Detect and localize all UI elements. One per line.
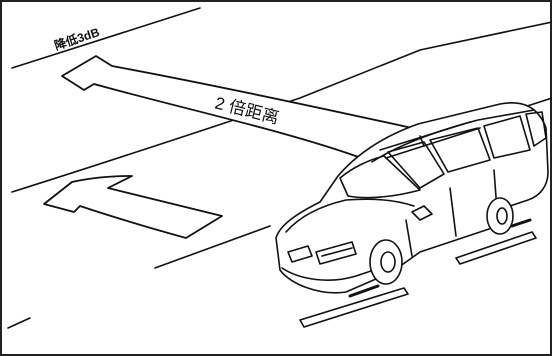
lane-dashes <box>299 231 537 328</box>
hood <box>285 198 415 233</box>
front-wheel <box>369 239 403 285</box>
rear-window <box>525 111 547 147</box>
car <box>275 102 549 298</box>
road-line-near <box>154 225 271 269</box>
windshield <box>339 155 421 199</box>
grille <box>315 241 357 265</box>
side-window-front <box>387 141 445 189</box>
headlight <box>287 245 313 263</box>
rear-wheel-hub <box>496 207 508 225</box>
road-line-corner <box>7 317 31 329</box>
car-body <box>275 102 549 294</box>
lane-dash-front <box>299 287 409 328</box>
lane-dash-rear <box>455 231 537 265</box>
road-line-far <box>11 7 201 69</box>
car-shadow <box>348 218 532 298</box>
bumper <box>281 267 381 281</box>
front-wheel-hub <box>380 251 396 273</box>
reduction-label: 降低3dB <box>52 24 101 53</box>
short-distance-arrow <box>43 175 223 239</box>
side-window-middle <box>429 127 491 173</box>
side-window-rear <box>483 115 531 159</box>
roof-rack <box>379 121 481 159</box>
rear-wheel <box>486 197 514 235</box>
side-mirror <box>411 205 433 221</box>
